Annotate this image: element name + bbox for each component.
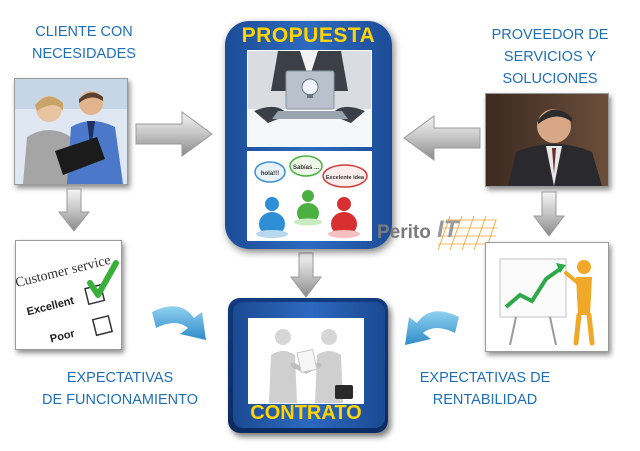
expectations-performance-label: EXPECTATIVAS DE FUNCIONAMIENTO <box>25 367 215 411</box>
client-label-line2: NECESIDADES <box>32 46 136 62</box>
bubble-sabias: Sabías ... <box>293 165 319 171</box>
provider-label-line1: PROVEEDOR DE <box>491 27 609 43</box>
brand-name: Perito <box>377 222 431 243</box>
expectations-profitability-label: EXPECTATIVAS DE RENTABILIDAD <box>405 367 565 411</box>
curved-arrow-right-icon <box>405 311 459 345</box>
bubble-excelente: Excelente idea <box>326 175 365 181</box>
proposal-title: PROPUESTA <box>241 24 376 47</box>
client-label: CLIENTE CON NECESIDADES <box>14 21 154 65</box>
provider-label-line3: SOLUCIONES <box>502 71 598 87</box>
provider-photo <box>485 93 609 187</box>
arrow-right-icon <box>135 111 213 157</box>
expectations-profitability-line1: EXPECTATIVAS DE <box>419 370 551 386</box>
brand-suffix: IT <box>437 216 459 243</box>
growth-chart-figure <box>485 242 609 352</box>
expectations-performance-line2: DE FUNCIONAMIENTO <box>41 392 199 408</box>
expectations-profitability-line2: RENTABILIDAD <box>432 392 538 408</box>
client-photo <box>14 78 128 185</box>
checkmark-icon <box>87 260 119 298</box>
provider-label: PROVEEDOR DE SERVICIOS Y SOLUCIONES <box>470 24 630 90</box>
client-label-line1: CLIENTE CON <box>35 24 133 40</box>
contract-title: CONTRATO <box>250 402 362 424</box>
proposal-chat-photo: hola!!! Sabías ... Excelente idea <box>247 151 372 241</box>
arrow-down-left-icon <box>58 188 90 232</box>
provider-label-line2: SERVICIOS Y <box>503 49 597 65</box>
arrow-down-center-icon <box>290 252 322 298</box>
arrow-left-icon <box>403 115 481 161</box>
bubble-hola: hola!!! <box>261 171 279 177</box>
customer-service-card: Customer service Excellent Poor <box>15 240 122 350</box>
curved-arrow-left-icon <box>152 306 206 340</box>
brand-grid-logo-icon <box>437 215 497 251</box>
arrow-down-right-icon <box>533 191 565 237</box>
expectations-performance-line1: EXPECTATIVAS <box>66 370 174 386</box>
proposal-laptop-photo <box>247 50 372 147</box>
contract-handshake-photo <box>248 318 364 404</box>
